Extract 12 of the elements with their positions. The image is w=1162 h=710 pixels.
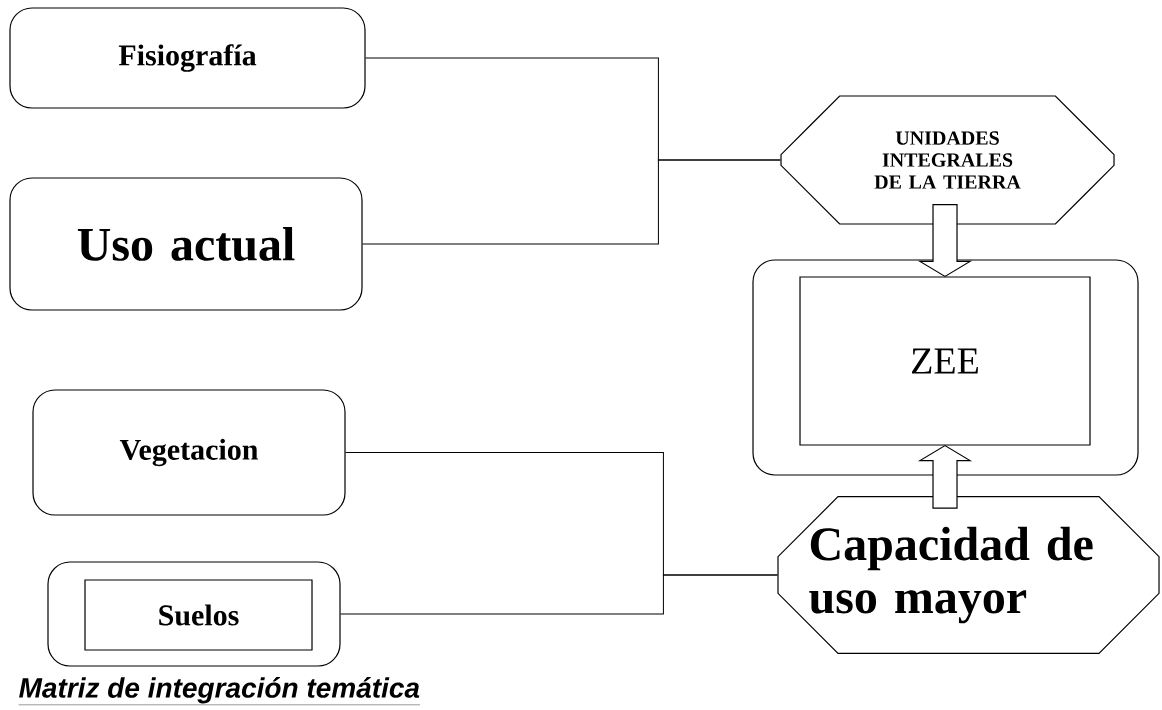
rounded-box: Fisiografía — [9, 7, 366, 109]
rounded-box: Uso actual — [9, 177, 363, 311]
connector-line — [362, 159, 781, 245]
inner-box: ZEE — [799, 276, 1091, 446]
rounded-box: Vegetacion — [32, 389, 346, 516]
connector-line — [340, 574, 778, 615]
octagon-box: Capacidad de uso mayor — [777, 496, 1160, 654]
caption: Matriz de integración temática — [18, 677, 421, 705]
block-arrow — [917, 444, 973, 509]
block-arrow — [917, 204, 973, 278]
octagon-box: UNIDADES INTEGRALES DE LA TIERRA — [780, 95, 1115, 225]
inner-box: Suelos — [84, 579, 313, 651]
